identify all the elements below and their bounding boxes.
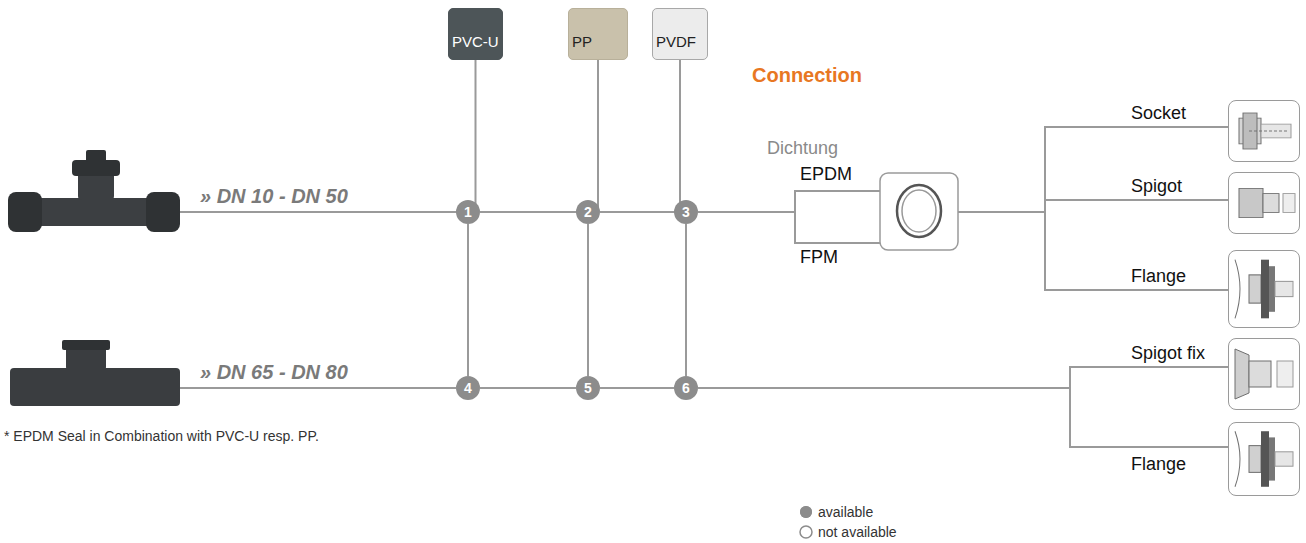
connector-line [480,387,576,389]
connection-icon [1229,423,1301,495]
material-box: PP [568,8,628,60]
connection-icon [1229,173,1301,233]
pipe-line [180,387,456,389]
legend-text: available [818,504,873,520]
tee-fitting-large [10,340,180,406]
pipe-line [180,211,456,213]
callout-text: 6 [682,381,690,395]
callout-number: 2 [576,200,600,224]
text-label: » DN 10 - DN 50 [200,185,348,208]
callout-number: 5 [576,376,600,400]
text-label: * EPDM Seal in Combination with PVC-U re… [4,428,319,444]
material-name: PVC-U [452,33,499,50]
connection-box: Flange [1228,422,1300,496]
connection-icon [1229,251,1301,327]
connector-line [587,224,589,376]
seal-icon [880,173,958,250]
callout-text: 1 [464,205,472,219]
material-box: PVC-U [448,8,503,60]
connection-label: Spigot [1131,176,1182,197]
callout-number: 3 [674,200,698,224]
connection-icon [1229,101,1301,161]
connection-box: Flange [1228,250,1300,328]
callout-text: 3 [682,205,690,219]
connector-line [456,60,476,212]
connector-line [576,60,598,212]
legend-swatch [800,526,812,538]
material-name: PVDF [656,33,696,50]
callout-text: 2 [584,205,592,219]
tee-fitting-small [8,150,180,232]
connection-box: Spigot fix [1228,338,1300,410]
connector-line [698,127,1228,212]
connector-line [698,388,1228,447]
material-name: PP [572,33,592,50]
material-box: PVDF [652,8,708,60]
text-label: Connection [752,64,862,87]
connector-line [698,200,1228,212]
seal-bracket [795,191,880,243]
text-label: » DN 65 - DN 80 [200,361,348,384]
callout-text: 5 [584,381,592,395]
legend-swatch [800,506,812,518]
legend-text: not available [818,524,897,540]
connector-line [698,212,1228,290]
callout-number: 4 [456,376,480,400]
connection-box: Spigot [1228,172,1300,234]
callout-number: 6 [674,376,698,400]
legend-swatch [800,506,812,518]
text-label: Dichtung [767,138,838,159]
callout-number: 1 [456,200,480,224]
connection-label: Socket [1131,103,1186,124]
connector-line [480,211,576,213]
connector-line [698,367,1228,388]
callout-text: 4 [464,381,472,395]
text-label: EPDM [800,164,852,185]
connection-label: Flange [1131,454,1186,475]
text-label: FPM [800,247,838,268]
connector-line [600,387,674,389]
connector-line [685,224,687,376]
connector-line [467,224,469,376]
connection-icon [1229,339,1301,409]
connector-line [674,60,680,212]
connector-line [600,211,674,213]
connection-label: Spigot fix [1131,343,1205,364]
connection-box: Socket [1228,100,1300,162]
connection-label: Flange [1131,266,1186,287]
